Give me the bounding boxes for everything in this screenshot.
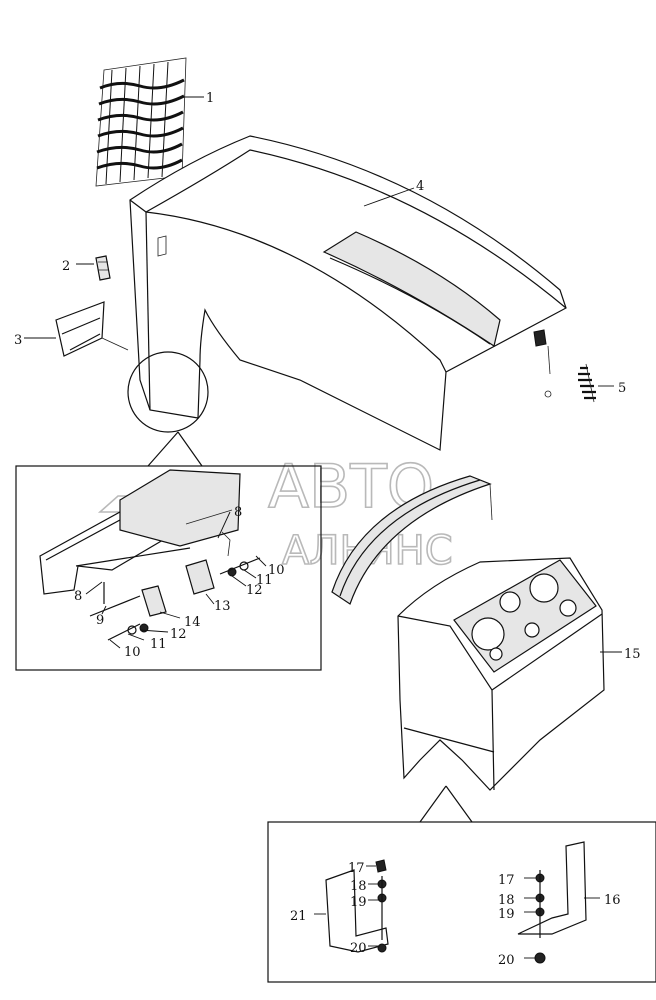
part-5-spring	[578, 363, 596, 403]
callout-16: 16	[604, 893, 621, 908]
callout-17-left: 17	[348, 861, 365, 876]
callout-10-upper: 10	[268, 563, 285, 578]
callout-17-right: 17	[498, 873, 515, 888]
part-4-engine-hood	[129, 135, 567, 451]
part-1-grille-mesh	[95, 57, 187, 187]
callout-19-left: 19	[350, 895, 367, 910]
detail-left-parts	[39, 469, 261, 641]
part-3-hinge-bracket	[55, 301, 129, 357]
callout-3: 3	[14, 333, 22, 348]
callout-5: 5	[618, 381, 626, 396]
callout-13: 13	[214, 599, 231, 614]
callout-9: 9	[96, 613, 104, 628]
callout-18-left: 18	[350, 879, 367, 894]
callout-18-right: 18	[498, 893, 515, 908]
callout-19-right: 19	[498, 907, 515, 922]
callout-11-lower: 11	[150, 637, 167, 652]
callout-15: 15	[624, 647, 641, 662]
callout-21: 21	[290, 909, 307, 924]
callout-8-lower: 8	[74, 589, 82, 604]
detail-pointer-2	[419, 785, 473, 823]
callout-1: 1	[206, 91, 214, 106]
callout-4: 4	[416, 179, 424, 194]
part-15-instrument-panel	[397, 557, 605, 791]
part-2-latch	[95, 255, 111, 281]
callout-labels: 1 4 2 3 5 8 10 11 12 13 8 9 14 12 11 10 …	[14, 91, 641, 968]
fender-arc	[331, 475, 493, 605]
callout-2: 2	[62, 259, 70, 274]
callout-20-right: 20	[498, 953, 515, 968]
callout-12-upper: 12	[246, 583, 263, 598]
callout-20-left: 20	[350, 941, 367, 956]
leader-lines	[24, 96, 622, 959]
detail-box-right	[267, 821, 656, 983]
part-16-bracket	[517, 841, 587, 964]
callout-14: 14	[184, 615, 201, 630]
detail-circle-hood	[127, 351, 209, 433]
callout-11-upper: 11	[256, 573, 273, 588]
callout-8-upper: 8	[234, 505, 242, 520]
callout-12-lower: 12	[170, 627, 187, 642]
detail-box-left	[15, 465, 322, 671]
detail-pointer-1	[147, 431, 203, 467]
callout-10-lower: 10	[124, 645, 141, 660]
